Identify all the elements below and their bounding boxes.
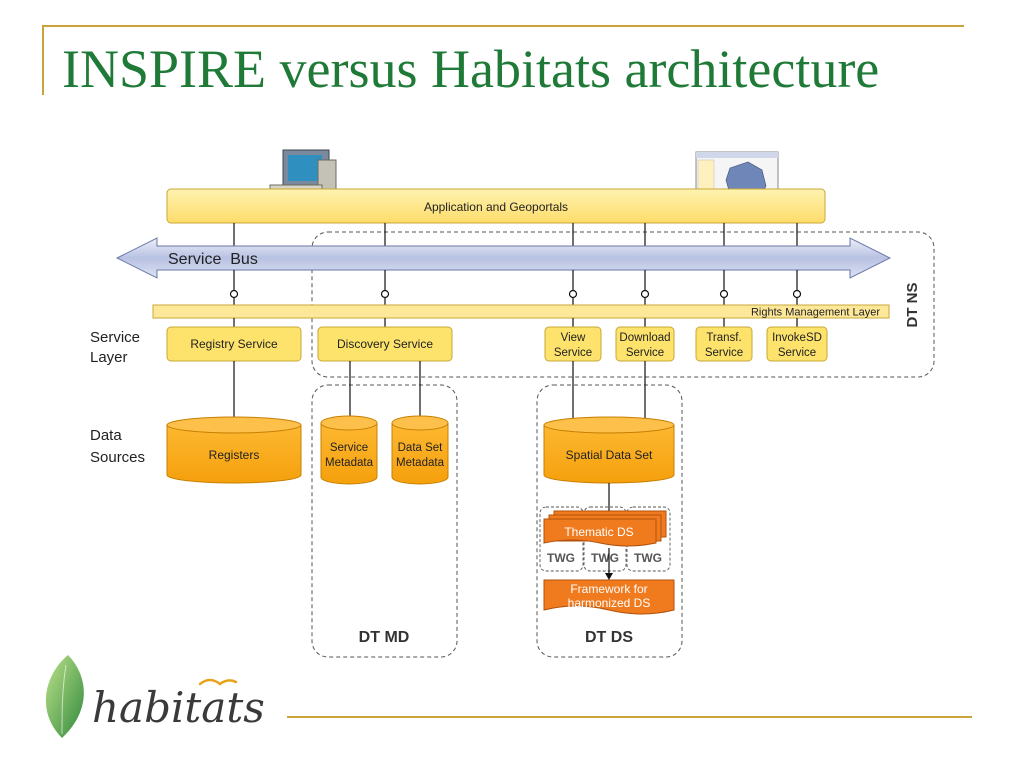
twg-label-3: TWG [634,551,662,565]
thematic-ds-label: Thematic DS [564,525,633,539]
view-service-label-line2: Service [554,347,592,359]
framework-harmonized-ds: Framework for harmonized DS [543,579,675,615]
invokesd-service-label-line2: Service [778,347,816,359]
discovery-service-box: Discovery Service [317,326,453,362]
transf-service-label-line1: Transf. [706,332,741,344]
view-service-box: View Service [544,326,602,362]
leaf-icon [45,655,84,738]
service-layer-label-line2: Layer [90,349,128,366]
service-bus-label: Service Bus [168,251,258,268]
spatial-dataset-label: Spatial Data Set [566,448,653,462]
dt-md-label: DT MD [359,629,410,646]
download-service-label-line2: Service [626,347,664,359]
service-metadata-label-line1: Service [330,442,368,454]
twg-label-1: TWG [547,551,575,565]
registry-service-label: Registry Service [190,337,278,351]
thematic-to-framework-arrow [605,548,613,580]
registers-label: Registers [209,448,260,462]
registry-service-box: Registry Service [166,326,302,362]
registers-cylinder: Registers [166,416,302,484]
download-service-label-line1: Download [619,332,670,344]
logo-text: habitats [92,683,265,732]
title-frame-left-line [42,25,44,95]
transf-service-box: Transf. Service [695,326,753,362]
invokesd-service-label-line1: InvokeSD [772,332,822,344]
spatial-dataset-cylinder: Spatial Data Set [543,416,675,484]
transf-service-label-line2: Service [705,347,743,359]
service-metadata-cylinder: Service Metadata [320,415,378,485]
framework-label-line1: Framework for [570,582,647,596]
thematic-ds-stack: Thematic DS [543,510,667,547]
rights-to-service-connectors [233,318,798,327]
data-sources-label-line2: Sources [90,449,145,466]
rights-management-layer [152,304,890,319]
framework-label-line2: harmonized DS [568,596,651,610]
dt-ds-group [536,384,683,658]
service-bus-arrow [115,237,892,279]
rights-management-label: Rights Management Layer [751,307,880,319]
dataset-metadata-label-line2: Metadata [396,457,445,469]
view-service-label-line1: View [561,332,586,344]
invokesd-service-box: InvokeSD Service [766,326,828,362]
service-layer-label-line1: Service [90,329,140,346]
dt-md-group [311,384,458,658]
application-geoportals-bar [166,188,826,224]
title-frame-top-line [42,25,964,27]
application-geoportals-label: Application and Geoportals [424,200,568,214]
interface-connectors [229,270,802,305]
dataset-metadata-label-line1: Data Set [398,442,444,454]
twg-label-2: TWG [591,551,619,565]
dt-ds-label: DT DS [585,629,633,646]
footer-rule [287,716,972,718]
page-title: INSPIRE versus Habitats architecture [62,39,880,99]
service-to-data-connectors [233,361,646,418]
service-metadata-label-line2: Metadata [325,457,374,469]
dt-ns-label: DT NS [904,283,921,328]
discovery-service-label: Discovery Service [337,337,433,351]
bird-icon [198,678,238,686]
download-service-box: Download Service [615,326,675,362]
data-sources-label-line1: Data [90,427,122,444]
habitats-logo [45,655,238,738]
twg-labels: TWG TWG TWG [542,548,668,566]
dataset-metadata-cylinder: Data Set Metadata [391,415,449,485]
